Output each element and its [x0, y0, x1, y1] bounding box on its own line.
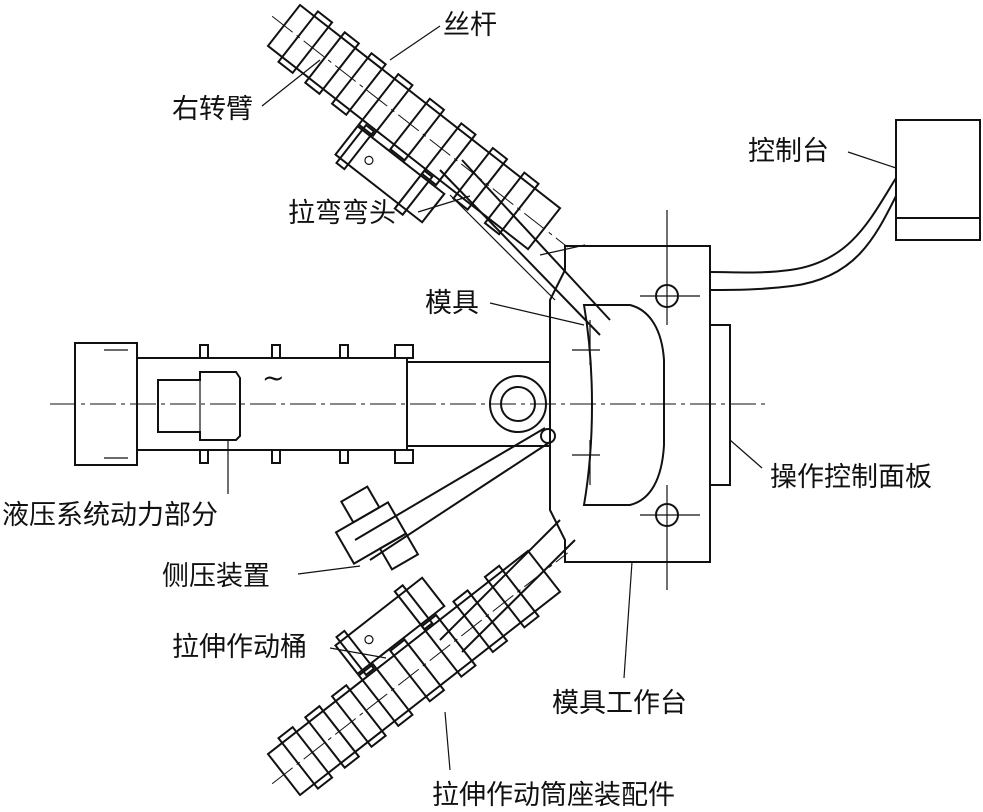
- central-pivot: [489, 375, 547, 433]
- label-right-arm: 右转臂: [172, 94, 253, 125]
- label-pull-elbow: 拉弯弯头: [288, 198, 396, 229]
- leader-lines: [227, 25, 897, 771]
- label-side-press: 侧压装置: [162, 561, 270, 592]
- label-control-desk: 控制台: [748, 136, 829, 167]
- right-rotating-arm: [266, 3, 568, 251]
- label-lead-screw: 丝杆: [443, 10, 497, 41]
- label-hydraulic-power: 液压系统动力部分: [2, 500, 218, 531]
- mold-worktable: [549, 210, 731, 590]
- hydraulic-power-unit: [74, 342, 551, 466]
- lower-pull-link: [439, 519, 561, 641]
- label-mold: 模具: [425, 288, 479, 319]
- label-stretch-cylinder: 拉伸作动桶: [172, 632, 307, 663]
- label-mold-table: 模具工作台: [552, 688, 687, 719]
- control-desk: [709, 119, 981, 291]
- label-operation-panel: 操作控制面板: [770, 462, 932, 493]
- label-cylinder-mount: 拉伸作动筒座装配件: [432, 780, 675, 811]
- tilde-symbol: ~: [262, 363, 285, 394]
- mold-die: [572, 304, 665, 506]
- side-press-device: [334, 427, 556, 571]
